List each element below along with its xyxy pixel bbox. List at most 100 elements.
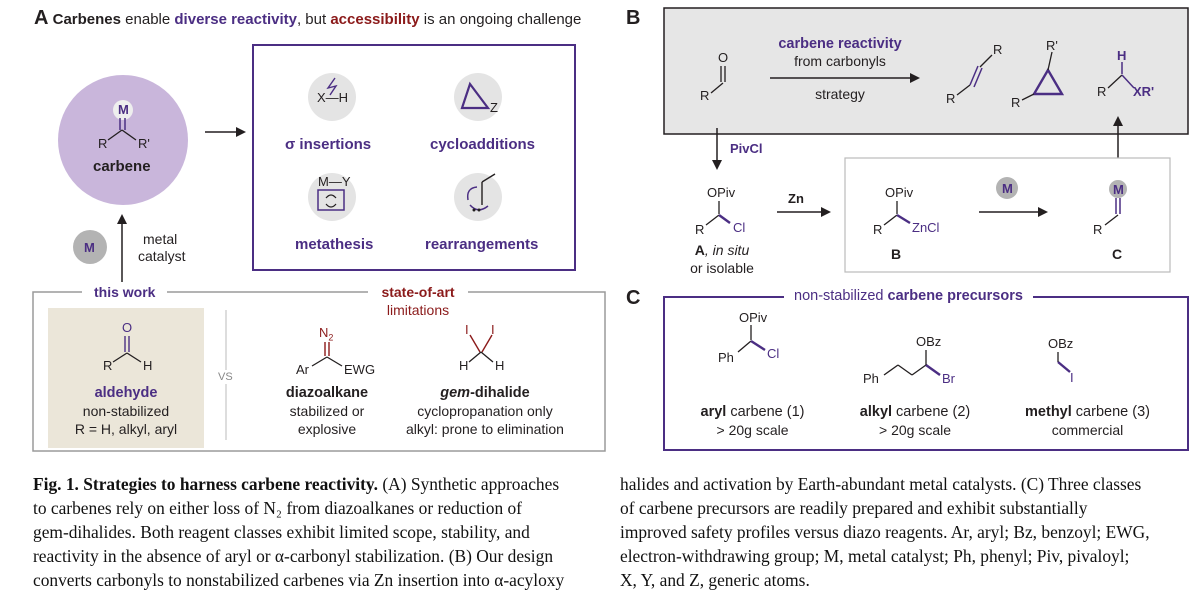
p1-label: aryl carbene (1)	[680, 404, 825, 420]
limitations-header: limitations	[386, 302, 450, 318]
vs-label: VS	[218, 370, 233, 384]
gem-i1: I	[465, 322, 469, 337]
b-label: B	[891, 246, 902, 262]
panel-a-letter: A	[34, 7, 49, 29]
gem-rest: -dihalide	[470, 385, 530, 401]
p3-label: methyl carbene (3)	[1005, 404, 1170, 420]
zinc-carbenoid-box	[844, 157, 1171, 273]
title-accessibility: accessibility	[330, 11, 420, 28]
caption-right-1: of carbene precursors are readily prepar…	[620, 498, 1088, 518]
b-aldehyde-o: O	[718, 50, 729, 65]
triangle-icon	[460, 81, 491, 110]
a-isolable-label: or isolable	[690, 260, 754, 276]
title-diverse-reactivity: diverse reactivity	[174, 11, 297, 28]
p1-left: Ph	[718, 350, 734, 365]
insertion-r: R	[1097, 84, 1107, 99]
p2-top: OBz	[916, 334, 942, 349]
comparison-box	[32, 291, 606, 452]
metal-m-b: M	[1002, 181, 1013, 196]
a-opiv: OPiv	[707, 185, 736, 200]
b-zncl: ZnCl	[912, 220, 940, 235]
strategy-label: strategy	[815, 86, 865, 102]
alkene-r-top: R	[993, 42, 1003, 57]
sigma-insertion-disc	[308, 73, 356, 121]
aldehyde-r: R	[103, 358, 113, 373]
carbene-rprime-label: R'	[138, 136, 150, 151]
gem-name: gem-dihalide	[405, 385, 565, 401]
from-carbonyls-label: from carbonyls	[794, 53, 886, 69]
caption-left-1: to carbenes rely on either loss of N₂ fr…	[33, 498, 522, 518]
a-insitu-label: A, in situ	[672, 242, 772, 258]
p3-rest: carbene (3)	[1071, 404, 1150, 420]
diazo-line2: stabilized or	[289, 403, 365, 419]
reactivity-box	[252, 44, 576, 271]
diazo-ar: Ar	[296, 362, 309, 377]
zn-label: Zn	[788, 191, 804, 206]
metal-catalyst-m: M	[84, 240, 95, 255]
aldehyde-line2: non-stabilized	[82, 403, 170, 419]
state-of-art-header: state-of-art	[368, 284, 468, 300]
metathesis-label: metathesis	[295, 236, 374, 253]
p1-rest: carbene (1)	[726, 404, 805, 420]
strategy-box	[663, 7, 1189, 135]
caption-left: Fig. 1. Strategies to harness carbene re…	[33, 472, 603, 592]
panel-b-letter: B	[626, 7, 641, 29]
diazo-n2: N2	[319, 325, 333, 343]
p1-top: OPiv	[739, 310, 768, 325]
a-r: R	[695, 222, 705, 237]
p2-scale: > 20g scale	[879, 422, 951, 438]
c-r: R	[1093, 222, 1103, 237]
curved-arrow-icon	[466, 186, 478, 201]
p1-bold: aryl	[700, 404, 727, 420]
rearrangement-disc	[454, 173, 502, 221]
alkene-r-bottom: R	[946, 91, 956, 106]
c-label: C	[1112, 246, 1123, 262]
precursors-title-plain: non-stabilized	[794, 288, 888, 304]
caption-left-3: reactivity in the absence of aryl or α-c…	[33, 546, 554, 566]
diazo-sub2: 2	[328, 332, 334, 343]
caption-right-0: halides and activation by Earth-abundant…	[620, 474, 1142, 494]
metal-circle-c	[1109, 180, 1127, 198]
gem-italic: gem	[440, 385, 471, 401]
gem-i2: I	[491, 322, 495, 337]
this-work-box	[48, 308, 204, 448]
gem-h1: H	[459, 358, 469, 373]
insertion-h: H	[1117, 48, 1127, 63]
p3-top: OBz	[1048, 336, 1074, 351]
rearrangements-label: rearrangements	[425, 236, 539, 253]
catalyst-label: catalyst	[138, 248, 186, 264]
b-r: R	[873, 222, 883, 237]
lightning-icon	[326, 77, 338, 96]
this-work-header: this work	[82, 284, 168, 300]
aldehyde-name: aldehyde	[94, 385, 158, 401]
xh-label: X—H	[317, 90, 349, 105]
p2-label: alkyl carbene (2)	[840, 404, 990, 420]
carbene-label: carbene	[93, 158, 151, 175]
cyclopropane-rprime: R'	[1046, 38, 1058, 53]
cyclopropane-icon	[1031, 67, 1065, 96]
precursors-title: non-stabilized carbene precursors	[784, 288, 1033, 304]
aldehyde-o: O	[122, 320, 133, 335]
caption-left-4: converts carbonyls to nonstabilized carb…	[33, 570, 565, 590]
caption-right-3: electron-withdrawing group; M, metal cat…	[620, 546, 1130, 566]
p1-right: Cl	[767, 346, 780, 361]
p3-scale: commercial	[1051, 422, 1124, 438]
p3-right: I	[1070, 370, 1074, 385]
b-opiv: OPiv	[885, 185, 914, 200]
diazo-ewg: EWG	[344, 362, 376, 377]
b-aldehyde-r: R	[700, 88, 710, 103]
carbene-metal-label: M	[118, 102, 129, 117]
insertion-xrprime: XR'	[1133, 84, 1155, 99]
carbene-metal-dot	[113, 100, 133, 120]
diazo-name: diazoalkane	[285, 385, 369, 401]
z-label: Z	[490, 100, 498, 115]
caption-fig-title: Fig. 1. Strategies to harness carbene re…	[33, 474, 379, 494]
title-text-2: , but	[296, 11, 331, 28]
caption-right-4: X, Y, and Z, generic atoms.	[620, 570, 810, 590]
cycloadditions-label: cycloadditions	[430, 136, 536, 153]
carbene-reactivity-label: carbene reactivity	[778, 36, 902, 52]
sigma-insertions-label: σ insertions	[285, 136, 372, 153]
p2-right: Br	[942, 371, 955, 386]
title-text-1: enable	[121, 11, 175, 28]
cyclopropane-r: R	[1011, 95, 1021, 110]
